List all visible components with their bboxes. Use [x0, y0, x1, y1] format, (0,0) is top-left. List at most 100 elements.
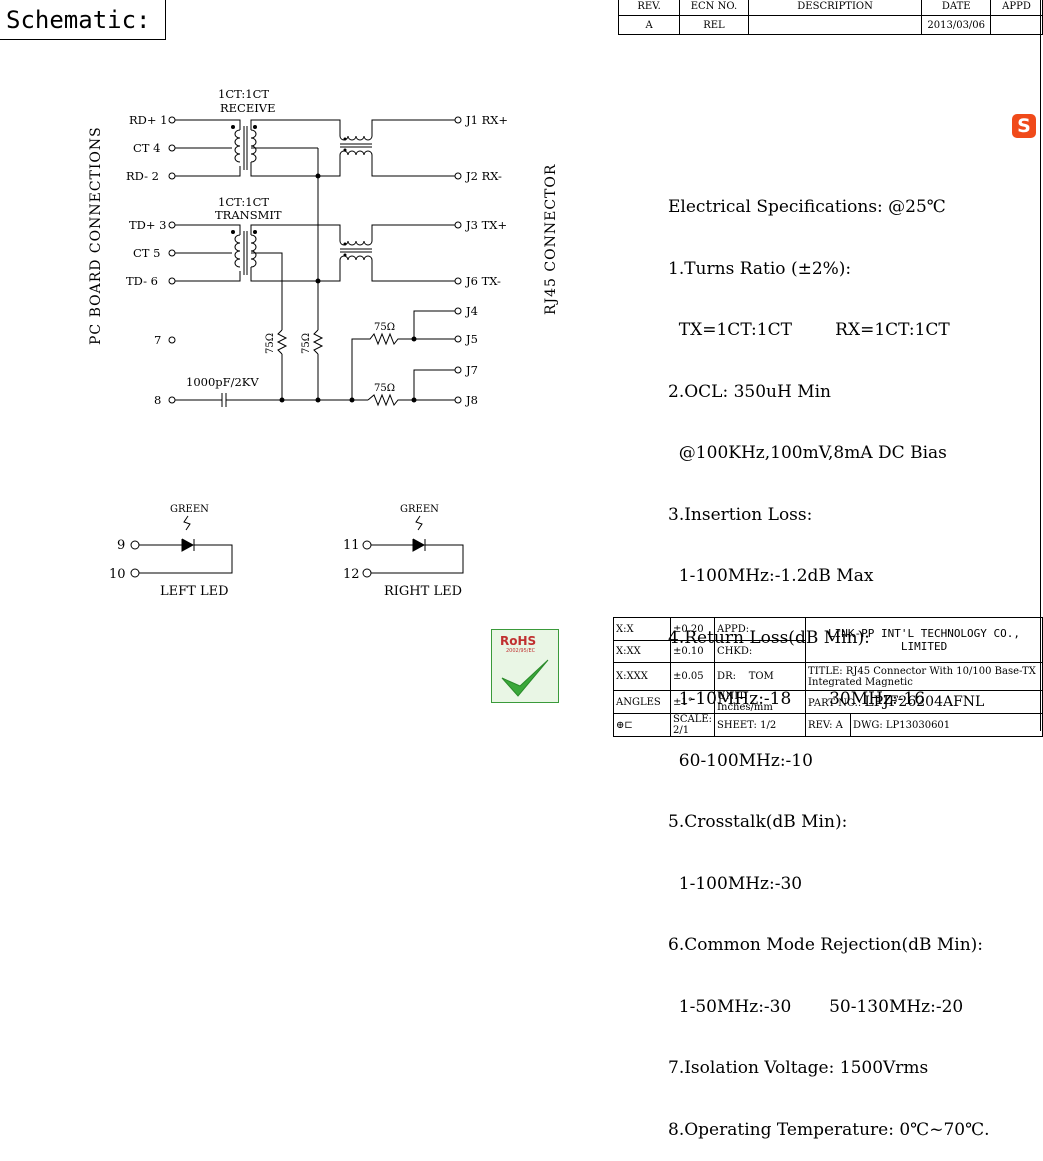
- spec-line: TX=1CT:1CT RX=1CT:1CT: [668, 320, 950, 340]
- left-side-label: PC BOARD CONNECTIONS: [88, 126, 104, 345]
- pin-label-j1: J1 RX+: [465, 113, 508, 127]
- resistor-r4: [367, 393, 455, 407]
- sheet-value: 1/2: [760, 719, 777, 731]
- tol-x-label: X:X: [613, 617, 671, 641]
- led-right-pin-12: [362, 568, 372, 578]
- tx-primary-coil: [234, 234, 241, 268]
- led-left-pin-10: [130, 568, 140, 578]
- resistor-r3: [351, 332, 400, 400]
- pin-label-rd-minus: RD- 2: [126, 169, 159, 183]
- rx-choke-bottom: [339, 150, 373, 156]
- tol-x-value: ±0.20: [669, 617, 716, 641]
- xfmr-bot-ratio: 1CT:1CT: [218, 195, 269, 209]
- dwg-value: LP13030601: [885, 719, 951, 731]
- tol-xxx-label: X:XXX: [613, 662, 671, 691]
- title-value: RJ45 Connector With 10/100 Base-TX Integ…: [808, 665, 1036, 688]
- company-name: LINK-PP INT'L TECHNOLOGY CO., LIMITED: [805, 617, 1043, 663]
- unit-label: UNIT: Inches/mm: [714, 690, 807, 714]
- led-left-pin-9-label: 9: [117, 538, 125, 553]
- led-right-pin-12-label: 12: [343, 567, 360, 582]
- chkd-label: CHKD:: [714, 640, 807, 663]
- revision-table: REV. ECN NO. DESCRIPTION DATE APPD A REL…: [617, 0, 1043, 35]
- tol-xxx-value: ±0.05: [669, 662, 716, 691]
- xfmr-top-ratio: 1CT:1CT: [218, 87, 269, 101]
- pin-rd-minus: [168, 172, 176, 180]
- rohs-label: RoHS: [500, 634, 537, 648]
- description-value: [747, 15, 923, 35]
- led-right-color: GREEN: [400, 504, 439, 515]
- spec-line: 3.Insertion Loss:: [668, 504, 813, 525]
- pin-rd-plus: [168, 116, 176, 124]
- led-left-diode: [181, 538, 195, 552]
- pin-ct4: [168, 144, 176, 152]
- spec-line: 2.OCL: 350uH Min: [668, 381, 832, 402]
- resistor-r2: [312, 329, 324, 355]
- led-left-pin-10-label: 10: [109, 567, 126, 582]
- res-label-r2: 75Ω: [301, 333, 312, 354]
- pin-label-j8: J8: [465, 393, 478, 407]
- pin-label-td-plus: TD+ 3: [129, 218, 167, 232]
- pin-label-8: 8: [154, 393, 161, 407]
- rx-secondary-coil: [250, 129, 257, 163]
- part-value: LPJF26204AFNL: [864, 694, 985, 710]
- spec-line: 1-50MHz:-30 50-130MHz:-20: [668, 996, 964, 1017]
- pin-label-td-minus: TD- 6: [126, 274, 158, 288]
- spec-line: @100KHz,100mV,8mA DC Bias: [668, 443, 947, 463]
- pin-label-ct4: CT 4: [133, 141, 160, 155]
- page-border-right: [1040, 0, 1041, 731]
- led-right-pin-11-label: 11: [343, 538, 360, 553]
- xfmr-bot-name: TRANSMIT: [215, 208, 282, 222]
- tol-xx-label: X:XX: [613, 640, 671, 663]
- pin-td-minus: [168, 277, 176, 285]
- led-left-name: LEFT LED: [160, 584, 229, 599]
- rohs-sub: 2002/95/EC: [506, 648, 536, 654]
- sogou-logo-icon: S: [1012, 114, 1036, 138]
- res-label-r1: 75Ω: [265, 333, 276, 354]
- spec-line: 60-100MHz:-10: [668, 750, 813, 771]
- pin-7: [168, 336, 176, 344]
- led-right-pin-11: [362, 540, 372, 550]
- cap-label: 1000pF/2KV: [186, 375, 259, 389]
- pin-ct5: [168, 249, 176, 257]
- rev-label: REV:: [808, 719, 833, 731]
- spec-line: 1.Turns Ratio (±2%):: [668, 258, 852, 279]
- led-left-color: GREEN: [170, 504, 209, 515]
- rev-value-tb: A: [835, 719, 843, 731]
- led-right-diode: [412, 538, 426, 552]
- spec-line: 6.Common Mode Rejection(dB Min):: [668, 935, 984, 955]
- dr-value: TOM: [748, 671, 774, 682]
- pin-label-7: 7: [154, 333, 161, 347]
- angles-value: ±1°: [669, 690, 716, 714]
- pin-label-j5: J5: [465, 332, 478, 346]
- pin-label-j4: J4: [465, 304, 478, 318]
- appd-label: APPD:: [714, 617, 807, 641]
- angles-label: ANGLES: [613, 690, 671, 714]
- res-label-r4: 75Ω: [374, 383, 395, 394]
- dr-label: DR:: [717, 671, 736, 682]
- pin-label-ct5: CT 5: [133, 246, 160, 260]
- xfmr-top-name: RECEIVE: [220, 101, 276, 115]
- title-label: TITLE:: [808, 665, 843, 677]
- pin-label-rd-plus: RD+ 1: [129, 113, 168, 127]
- tol-xx-value: ±0.10: [669, 640, 716, 663]
- pin-8: [168, 396, 176, 404]
- pin-label-j7: J7: [465, 363, 478, 377]
- spec-line: 5.Crosstalk(dB Min):: [668, 812, 848, 832]
- title-block: X:X ±0.20 APPD: LINK-PP INT'L TECHNOLOGY…: [613, 617, 1043, 737]
- led-right-name: RIGHT LED: [384, 584, 462, 599]
- pin-label-j3: J3 TX+: [465, 218, 507, 232]
- rx-primary-coil: [234, 129, 241, 163]
- tx-secondary-coil: [250, 234, 257, 268]
- scale-label: SCALE:: [673, 714, 713, 725]
- res-label-r3: 75Ω: [374, 322, 395, 333]
- spec-line: 8.Operating Temperature: 0℃~70℃.: [668, 1119, 990, 1140]
- part-label: PART NO.:: [808, 698, 862, 709]
- resistor-r1: [276, 329, 288, 355]
- schematic-diagram: 1CT:1CT RECEIVE 1CT:1CT TRANSMIT RD+ 1 C…: [88, 87, 559, 599]
- checkmark-icon: [501, 659, 549, 697]
- section-title-box: Schematic:: [0, 0, 166, 40]
- sheet-label: SHEET:: [717, 719, 757, 731]
- pin-td-plus: [168, 221, 176, 229]
- right-side-label: RJ45 CONNECTOR: [543, 164, 559, 315]
- appd-value: [990, 15, 1043, 35]
